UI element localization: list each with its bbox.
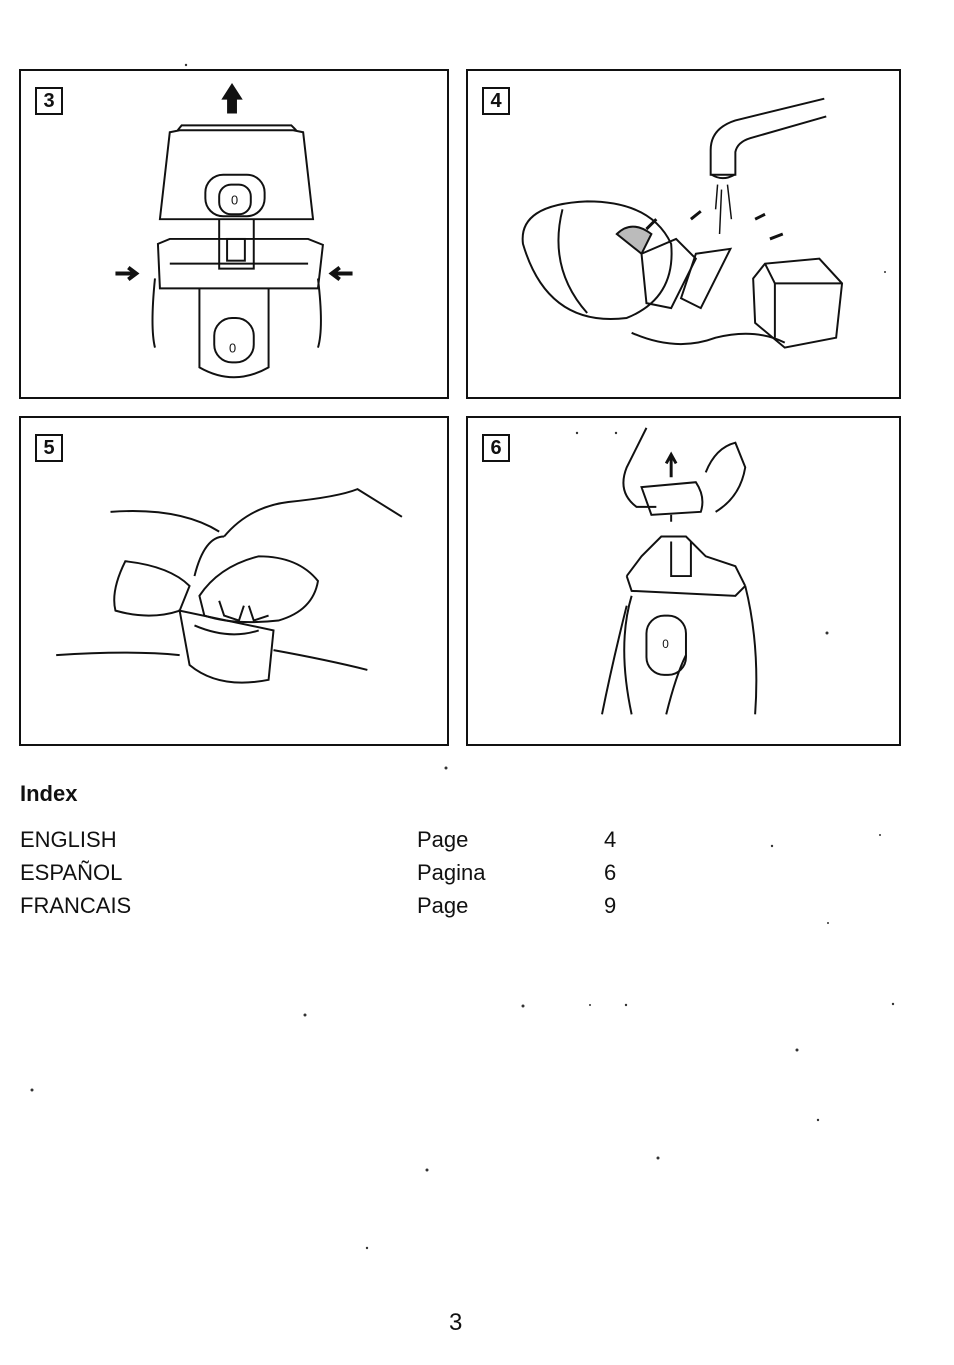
index-page-label: Pagina — [417, 860, 486, 885]
index-row: ESPAÑOL Pagina 6 — [0, 860, 954, 890]
step-4-panel: 4 — [466, 69, 901, 399]
step-number: 6 — [482, 434, 510, 462]
index-heading: Index — [20, 781, 78, 806]
index-page-label: Page — [417, 893, 469, 918]
index-language: FRANCAIS — [20, 893, 132, 918]
index-language: ENGLISH — [20, 827, 117, 852]
svg-text:0: 0 — [662, 637, 669, 651]
svg-text:0: 0 — [231, 192, 238, 207]
index-language: ESPAÑOL — [20, 860, 123, 885]
step-number: 3 — [35, 87, 63, 115]
step-6-panel: 0 6 — [466, 416, 901, 746]
step-3-panel: 0 0 3 — [19, 69, 449, 399]
index-page-label: Page — [417, 827, 469, 852]
index-page-number: 4 — [604, 827, 617, 852]
index-page-number: 9 — [604, 893, 617, 918]
step-number: 4 — [482, 87, 510, 115]
index-page-number: 6 — [604, 860, 617, 885]
remove-blade-icon: 0 0 — [115, 83, 353, 379]
index-row: FRANCAIS Page 9 — [0, 893, 954, 923]
step-5-panel: 5 — [19, 416, 449, 746]
attach-head-icon — [56, 488, 403, 684]
index-row: ENGLISH Page 4 — [0, 827, 954, 857]
step-number: 5 — [35, 434, 63, 462]
page-number: 3 — [449, 1309, 463, 1336]
lift-cover-icon: 0 — [601, 427, 758, 715]
rinse-under-tap-icon — [521, 97, 844, 349]
svg-text:0: 0 — [229, 341, 236, 356]
